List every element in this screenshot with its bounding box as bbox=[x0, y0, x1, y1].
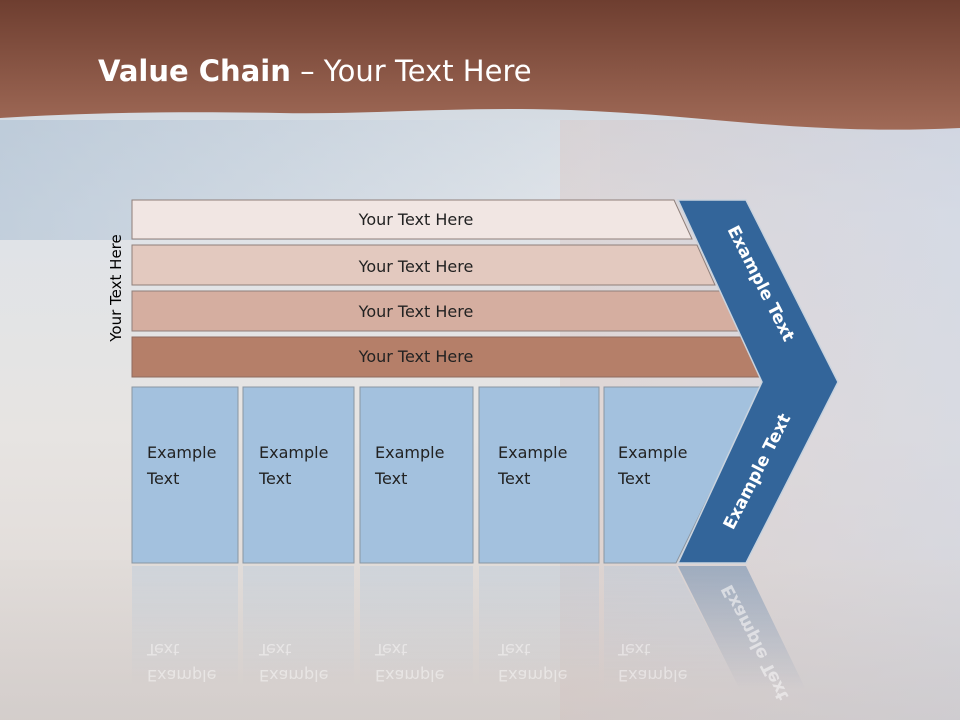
reflect-text-5: Example bbox=[375, 666, 444, 685]
slide-title: Value Chain – Your Text Here bbox=[98, 54, 532, 88]
column-2-line2: Text bbox=[258, 469, 291, 488]
title-rest: – Your Text Here bbox=[290, 54, 532, 88]
column-5-line2: Text bbox=[617, 469, 650, 488]
bar-2-label: Your Text Here bbox=[358, 257, 474, 276]
column-1-line1: Example bbox=[147, 443, 216, 462]
reflect-text-7: Example bbox=[498, 666, 567, 685]
column-5[interactable] bbox=[603, 386, 763, 564]
reflect-text-2: Text bbox=[146, 640, 179, 659]
column-3[interactable] bbox=[359, 386, 474, 564]
column-4-line1: Example bbox=[498, 443, 567, 462]
column-3-line1: Example bbox=[375, 443, 444, 462]
reflect-text-6: Text bbox=[374, 640, 407, 659]
reflect-text-8: Text bbox=[497, 640, 530, 659]
reflect-text-4: Text bbox=[258, 640, 291, 659]
side-label: Your Text Here bbox=[107, 234, 125, 342]
bar-1[interactable] bbox=[131, 199, 693, 240]
bar-4-label: Your Text Here bbox=[358, 347, 474, 366]
column-1-line2: Text bbox=[146, 469, 179, 488]
column-2-line1: Example bbox=[259, 443, 328, 462]
column-2[interactable] bbox=[242, 386, 355, 564]
column-4[interactable] bbox=[478, 386, 600, 564]
diagram-reflection: Example Text Example Text Example Text E… bbox=[132, 566, 806, 703]
column-3-line2: Text bbox=[374, 469, 407, 488]
chevron-arrow[interactable] bbox=[676, 199, 839, 564]
bar-3-label: Your Text Here bbox=[358, 302, 474, 321]
reflect-text-10: Text bbox=[617, 640, 650, 659]
column-1[interactable] bbox=[131, 386, 239, 564]
reflect-text-3: Example bbox=[259, 666, 328, 685]
header-band bbox=[0, 0, 960, 130]
bar-2[interactable] bbox=[131, 244, 716, 286]
column-4-line2: Text bbox=[497, 469, 530, 488]
reflect-text-9: Example bbox=[618, 666, 687, 685]
reflect-text-1: Example bbox=[147, 666, 216, 685]
bar-1-label: Your Text Here bbox=[358, 210, 474, 229]
column-5-line1: Example bbox=[618, 443, 687, 462]
title-bold: Value Chain bbox=[98, 54, 291, 88]
